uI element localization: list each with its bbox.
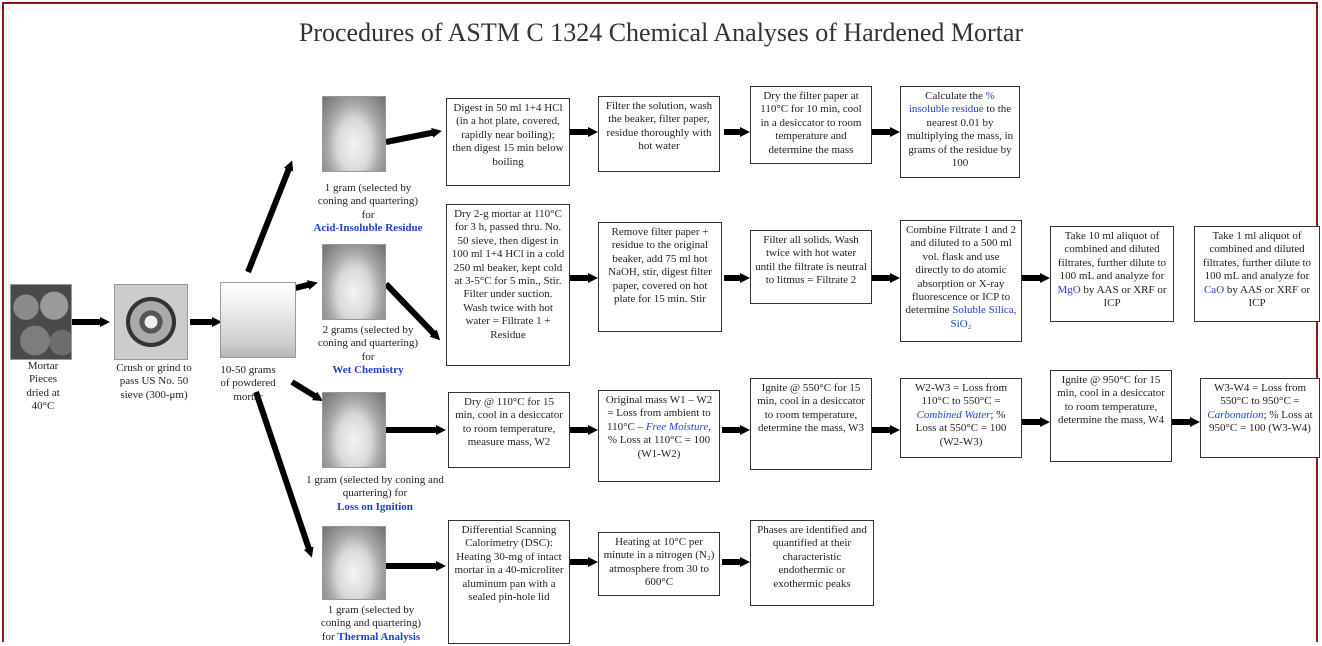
- acid-step-3: Dry the filter paper at 110°C for 10 min…: [750, 86, 872, 164]
- wet-step-6-text-a: Take 1 ml aliquot of combined and dilute…: [1202, 230, 1312, 283]
- arrow-to-acid: [245, 160, 294, 274]
- mortar-pieces-caption: Mortar Pieces dried at 40°C: [26, 360, 60, 413]
- wet-step-6-highlight: CaO: [1203, 283, 1225, 296]
- acid-step-4: Calculate the % insoluble residue to the…: [900, 86, 1020, 178]
- arrow-to-thermal: [253, 391, 314, 558]
- acid-sample-image: [322, 96, 386, 172]
- wet-caption-text: 2 grams (selected by coning and quarteri…: [317, 324, 419, 363]
- mortar-pieces-image: [10, 284, 72, 360]
- acid-step-4-text-c: to the nearest 0.01 by multiplying the m…: [906, 103, 1014, 170]
- loi-step-2-highlight: Free Moisture: [645, 420, 709, 433]
- loi-step-4-text-a: W2-W3 = Loss from 110°C to 550°C =: [914, 382, 1008, 408]
- wet-step-4-text-a: Combine Filtrate 1 and 2 and diluted to …: [905, 224, 1016, 317]
- loi-step-6-text-a: W3-W4 = Loss from 550°C to 950°C =: [1213, 382, 1307, 408]
- wet-step-5: Take 10 ml aliquot of combined and dilut…: [1050, 226, 1174, 322]
- loi-step-4-text-c: ; % Loss at 550°C = 100 (W2-W3): [915, 408, 1007, 448]
- wet-step-6: Take 1 ml aliquot of combined and dilute…: [1194, 226, 1320, 322]
- arrow-acid-photo-to-step1: [385, 127, 442, 145]
- loi-sample-image: [322, 392, 386, 468]
- acid-step-4-text-a: Calculate the: [925, 90, 983, 102]
- powdered-mortar-image: [220, 282, 296, 358]
- wet-step-5-text-c: by AAS or XRF or ICP: [1083, 283, 1167, 310]
- wet-step-4-highlight: Soluble Silica, SiO₂: [950, 304, 1017, 330]
- wet-caption: 2 grams (selected by coning and quarteri…: [314, 324, 422, 378]
- thermal-sample-image: [322, 526, 386, 600]
- grinder-image: [114, 284, 188, 360]
- crush-caption: Crush or grind to pass US No. 50 sieve (…: [116, 362, 192, 401]
- powdered-mortar-caption: 10-50 grams of powdered mortar: [220, 364, 276, 403]
- wet-label: Wet Chemistry: [332, 364, 404, 377]
- loi-step-3: Ignite @ 550°C for 15 min, cool in a des…: [750, 378, 872, 470]
- loi-step-2-text-a: Original mass W1 – W2 = Loss from ambien…: [605, 394, 713, 433]
- loi-step-6-highlight: Carbonation: [1207, 408, 1264, 421]
- thermal-step-1: Differential Scanning Calorimetry (DSC):…: [448, 520, 570, 644]
- thermal-label: Thermal Analysis: [337, 630, 421, 643]
- acid-step-4-highlight: % insoluble residue: [908, 90, 995, 116]
- loi-caption: 1 gram (selected by coning and quarterin…: [300, 474, 450, 514]
- thermal-step-2: Heating at 10°C per minute in a nitrogen…: [598, 532, 720, 596]
- loi-step-4-highlight: Combined Water: [916, 408, 991, 421]
- loi-caption-text: 1 gram (selected by coning and quarterin…: [306, 474, 444, 500]
- loi-step-2: Original mass W1 – W2 = Loss from ambien…: [598, 390, 720, 482]
- arrow-to-loi: [290, 379, 324, 402]
- acid-caption: 1 gram (selected by coning and quarterin…: [312, 182, 424, 236]
- diagram-title: Procedures of ASTM C 1324 Chemical Analy…: [298, 18, 1024, 47]
- acid-step-2: Filter the solution, wash the beaker, fi…: [598, 96, 720, 172]
- wet-step-3: Filter all solids. Wash twice with hot w…: [750, 230, 872, 304]
- wet-step-1: Dry 2-g mortar at 110°C for 3 h, passed …: [446, 204, 570, 366]
- acid-caption-text: 1 gram (selected by coning and quarterin…: [317, 182, 419, 221]
- loi-step-4: W2-W3 = Loss from 110°C to 550°C = Combi…: [900, 378, 1022, 458]
- acid-step-1: Digest in 50 ml 1+4 HCl (in a hot plate,…: [446, 98, 570, 186]
- wet-step-2: Remove filter paper + residue to the ori…: [598, 222, 722, 332]
- loi-label: Loss on Ignition: [337, 500, 413, 513]
- loi-step-5: Ignite @ 950°C for 15 min, cool in a des…: [1050, 370, 1172, 462]
- wet-step-5-text-a: Take 10 ml aliquot of combined and dilut…: [1057, 230, 1167, 283]
- acid-label: Acid-Insoluble Residue: [313, 222, 423, 235]
- thermal-step-3: Phases are identified and quantified at …: [750, 520, 874, 606]
- wet-step-4: Combine Filtrate 1 and 2 and diluted to …: [900, 220, 1022, 342]
- loi-step-1: Dry @ 110°C for 15 min, cool in a desicc…: [448, 392, 570, 468]
- thermal-caption-for: for: [321, 630, 335, 643]
- thermal-caption: 1 gram (selected by coning and quarterin…: [312, 604, 430, 644]
- loi-step-2-text-c: , % Loss at 110°C = 100 (W1-W2): [607, 420, 711, 460]
- wet-step-6-text-c: by AAS or XRF or ICP: [1226, 283, 1311, 310]
- loi-step-6-text-c: ; % Loss at 950°C = 100 (W3-W4): [1209, 408, 1313, 435]
- loi-step-6: W3-W4 = Loss from 550°C to 950°C = Carbo…: [1200, 378, 1320, 458]
- thermal-caption-text: 1 gram (selected by coning and quarterin…: [320, 604, 422, 630]
- wet-step-5-highlight: MgO: [1057, 283, 1081, 296]
- arrow-wet-photo-to-step1: [383, 281, 441, 341]
- wet-sample-image: [322, 244, 386, 320]
